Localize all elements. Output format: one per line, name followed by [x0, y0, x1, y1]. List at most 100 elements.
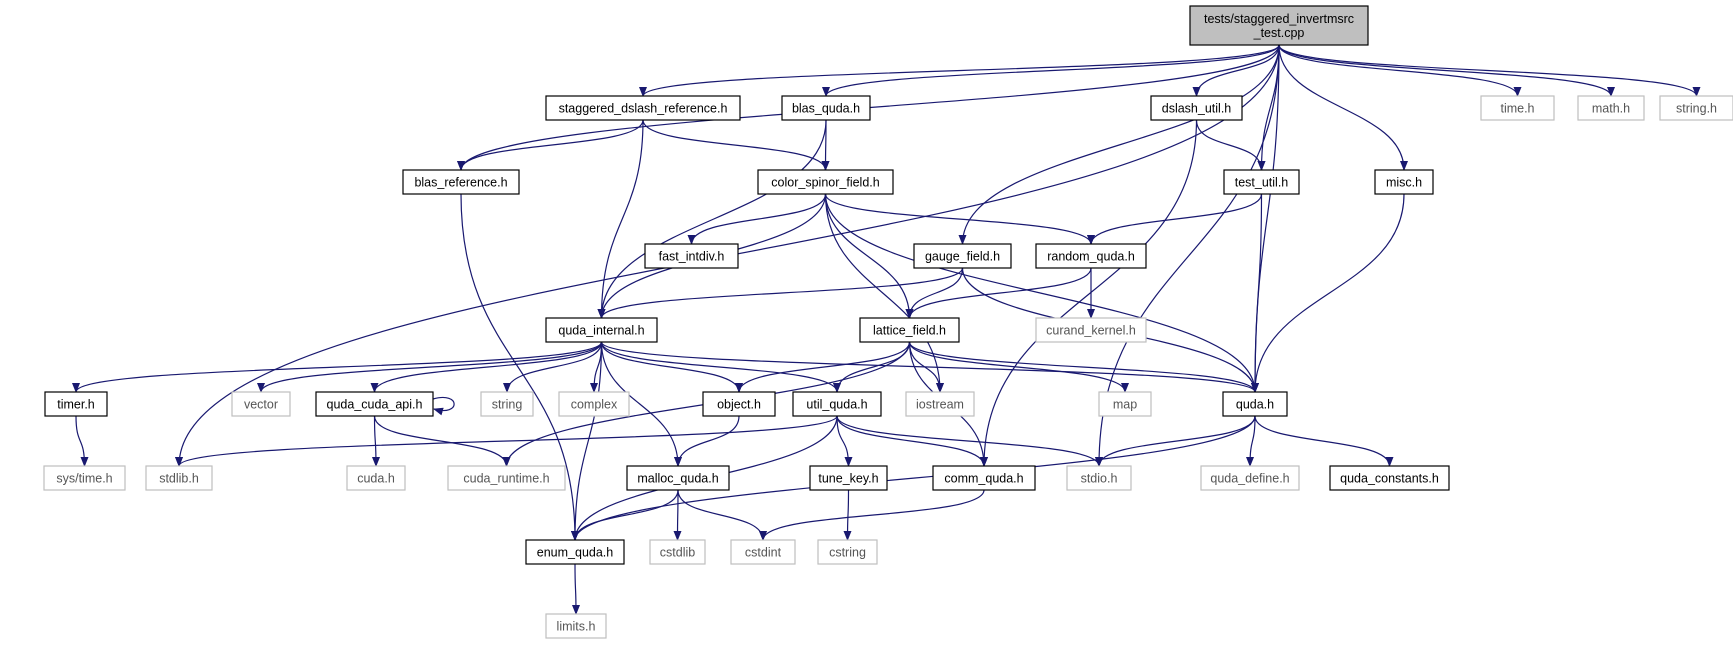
node-label: quda.h — [1236, 398, 1274, 412]
node-lattice-field[interactable]: lattice_field.h — [859, 317, 960, 343]
node-box — [315, 391, 434, 417]
node-box — [346, 465, 406, 491]
node-util-quda[interactable]: util_quda.h — [792, 391, 882, 417]
node-label: color_spinor_field.h — [771, 176, 879, 190]
node-box — [43, 465, 126, 491]
node-gauge-field[interactable]: gauge_field.h — [913, 243, 1012, 269]
edge-quda-to-enum_quda — [571, 415, 1256, 541]
node-quda-define: quda_define.h — [1200, 465, 1300, 491]
node-label: tune_key.h — [818, 472, 878, 486]
node-math-h: math.h — [1577, 95, 1645, 121]
node-box — [702, 391, 776, 417]
node-stag-ref[interactable]: staggered_dslash_reference.h — [545, 95, 741, 121]
node-box — [1659, 95, 1733, 121]
node-label: quda_constants.h — [1340, 472, 1439, 486]
edge-stag_ref-to-csf — [642, 119, 830, 171]
node-limits: limits.h — [545, 613, 607, 639]
node-box — [905, 391, 975, 417]
edge-root-to-dslash_util — [1192, 44, 1280, 97]
node-label: timer.h — [57, 398, 95, 412]
node-root[interactable]: tests/staggered_invertmsrc_test.cpp — [1189, 5, 1369, 46]
edge-random_quda-to-lattice_field — [905, 267, 1092, 319]
node-label: gauge_field.h — [925, 250, 1000, 264]
node-time-h: time.h — [1480, 95, 1555, 121]
node-box — [231, 391, 291, 417]
node-label: test_util.h — [1235, 176, 1289, 190]
node-quda-internal[interactable]: quda_internal.h — [545, 317, 658, 343]
node-box — [1374, 169, 1434, 195]
node-label: limits.h — [557, 620, 596, 634]
node-label: cuda_runtime.h — [463, 472, 549, 486]
node-label: util_quda.h — [806, 398, 867, 412]
node-box — [545, 95, 741, 121]
node-stdio: stdio.h — [1066, 465, 1132, 491]
node-label: sys/time.h — [56, 472, 112, 486]
node-box — [649, 539, 706, 565]
node-label: tests/staggered_invertmsrc — [1204, 12, 1354, 26]
node-enum-quda[interactable]: enum_quda.h — [525, 539, 625, 565]
node-box — [644, 243, 739, 269]
edge-quda_internal-to-vector — [257, 341, 603, 393]
edge-lattice_field-to-map — [908, 341, 1129, 393]
node-box — [525, 539, 625, 565]
node-box — [402, 169, 520, 195]
node-box — [757, 169, 894, 195]
node-map: map — [1098, 391, 1152, 417]
node-label: object.h — [717, 398, 761, 412]
node-dslash-util[interactable]: dslash_util.h — [1150, 95, 1243, 121]
node-test-util[interactable]: test_util.h — [1223, 169, 1300, 195]
node-blas-quda[interactable]: blas_quda.h — [781, 95, 871, 121]
node-box — [558, 391, 630, 417]
edge-enum_quda-to-limits — [571, 563, 580, 615]
node-box — [145, 465, 213, 491]
node-label: quda_define.h — [1210, 472, 1289, 486]
node-misc[interactable]: misc.h — [1374, 169, 1434, 195]
edge-qca-to-cuda_h — [371, 415, 380, 467]
node-box — [859, 317, 960, 343]
node-random-quda[interactable]: random_quda.h — [1035, 243, 1147, 269]
node-blas-ref[interactable]: blas_reference.h — [402, 169, 520, 195]
node-malloc-quda[interactable]: malloc_quda.h — [626, 465, 730, 491]
edge-quda_internal-to-quda — [600, 341, 1259, 393]
node-box — [1480, 95, 1555, 121]
node-label: complex — [571, 398, 618, 412]
edge-quda_internal-to-enum_quda — [571, 341, 603, 541]
node-quda-constants[interactable]: quda_constants.h — [1329, 465, 1450, 491]
node-label: fast_intdiv.h — [659, 250, 725, 264]
node-curand-kernel: curand_kernel.h — [1035, 317, 1147, 343]
node-box — [545, 613, 607, 639]
node-comm-quda[interactable]: comm_quda.h — [932, 465, 1036, 491]
edge-quda_internal-to-timer — [72, 341, 603, 393]
node-object[interactable]: object.h — [702, 391, 776, 417]
node-box — [1035, 243, 1147, 269]
edge-quda-to-quda_constants — [1254, 415, 1394, 467]
node-quda[interactable]: quda.h — [1222, 391, 1288, 417]
edge-util_quda-to-comm_quda — [836, 415, 988, 467]
node-box — [932, 465, 1036, 491]
edge-test_util-to-random_quda — [1087, 193, 1263, 245]
edge-root-to-math_h — [1278, 44, 1615, 97]
node-box — [1150, 95, 1243, 121]
node-string: string — [480, 391, 534, 417]
node-box — [792, 391, 882, 417]
node-tune-key[interactable]: tune_key.h — [809, 465, 888, 491]
edge-csf-to-lattice_field — [824, 193, 914, 319]
edge-util_quda-to-stdlib — [175, 415, 838, 467]
node-cstdlib: cstdlib — [649, 539, 706, 565]
edge-util_quda-to-tune_key — [836, 415, 853, 467]
node-box — [730, 539, 796, 565]
node-box — [44, 391, 108, 417]
node-box — [447, 465, 566, 491]
edge-util_quda-to-stdio — [836, 415, 1103, 467]
node-box — [1035, 317, 1147, 343]
edge-root-to-stag_ref — [639, 44, 1280, 97]
edge-quda_internal-to-malloc_quda — [600, 341, 682, 467]
node-qca[interactable]: quda_cuda_api.h — [315, 391, 434, 417]
node-csf[interactable]: color_spinor_field.h — [757, 169, 894, 195]
node-fast-intdiv[interactable]: fast_intdiv.h — [644, 243, 739, 269]
edge-csf-to-quda — [824, 193, 1259, 393]
node-stdlib: stdlib.h — [145, 465, 213, 491]
node-label: vector — [244, 398, 278, 412]
node-timer[interactable]: timer.h — [44, 391, 108, 417]
edge-root-to-quda — [1251, 44, 1280, 393]
